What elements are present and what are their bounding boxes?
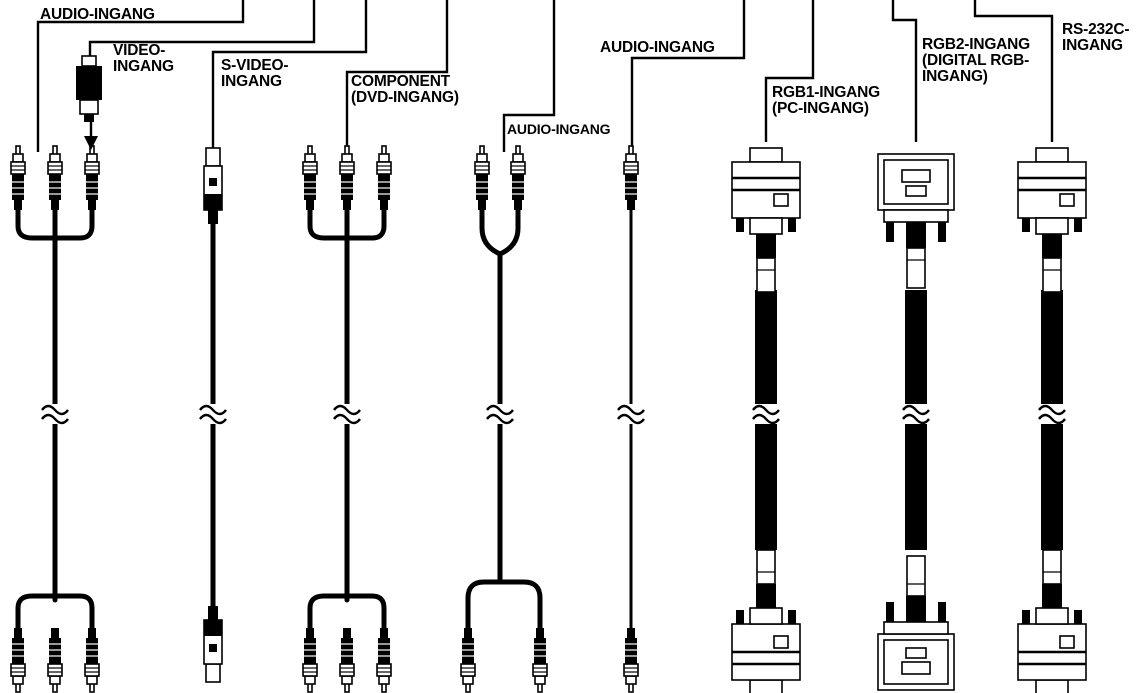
label-svideo-in: S-VIDEO- INGANG [221,57,289,90]
label-audio-in-2: AUDIO-INGANG [507,121,611,137]
leader-lines [36,0,1054,152]
label-audio-in-1: AUDIO-INGANG [40,6,155,23]
svideo-cable [197,147,229,682]
component-cable [302,145,392,692]
label-video-in: VIDEO- INGANG [113,42,174,75]
av-cable [10,55,102,692]
stereo-audio-cable [461,145,547,692]
rgb2-cable [877,153,955,690]
label-rgb1-in: RGB1-INGANG (PC-INGANG) [772,84,881,117]
label-component-in: COMPONENT (DVD-INGANG) [351,73,459,106]
mono-audio-cable [615,145,647,692]
label-audio-in-3: AUDIO-INGANG [600,39,715,56]
rgb1-cable [730,146,802,693]
label-rgb2-in: RGB2-INGANG (DIGITAL RGB- INGANG) [922,36,1031,85]
rs232c-cable [1016,146,1088,693]
bnc-adapter-icon [76,55,102,150]
label-rs232c-in: RS-232C- INGANG [1062,21,1130,54]
